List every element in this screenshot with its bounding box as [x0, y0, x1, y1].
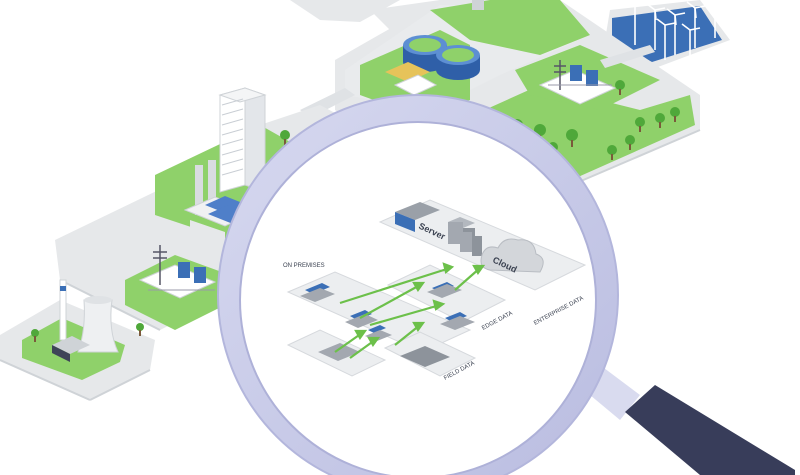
- wind-turbine-icon: [626, 0, 723, 65]
- cooling-tower-icon: [52, 279, 119, 362]
- skyscraper-icon: [218, 87, 267, 193]
- server-rack-icon: [395, 202, 482, 256]
- cloud-icon: [480, 238, 544, 273]
- on-premises-label: ON PREMISES: [283, 263, 325, 269]
- water-tank-icon: [385, 0, 484, 96]
- substation-icon: [538, 60, 617, 105]
- substation-icon: [138, 245, 217, 299]
- solar-panel-icon: [183, 160, 257, 245]
